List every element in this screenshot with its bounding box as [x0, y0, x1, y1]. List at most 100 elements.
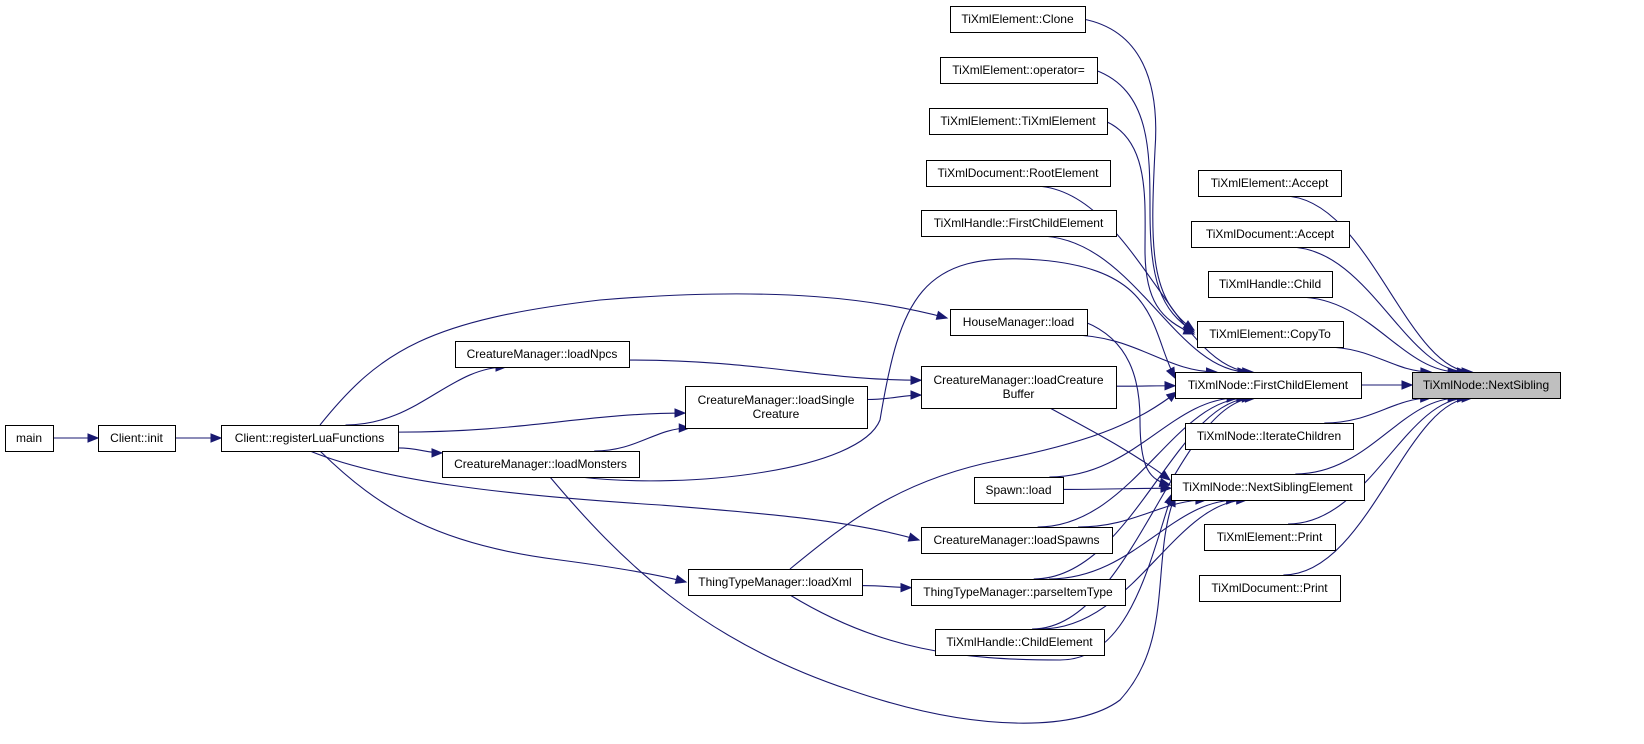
node-box: [1191, 221, 1350, 248]
node-box: [1197, 321, 1344, 348]
node-ttm-loadxml[interactable]: ThingTypeManager::loadXml: [688, 569, 863, 596]
node-box: [98, 425, 176, 452]
edge-line: [1082, 18, 1195, 331]
edge-line: [397, 412, 686, 433]
node-box: [221, 425, 399, 452]
node-box: [1204, 524, 1336, 551]
edge-main-to-client_init: [52, 433, 100, 443]
node-xe-ctor[interactable]: TiXmlElement::TiXmlElement: [929, 108, 1108, 135]
edge-arrowhead: [431, 448, 444, 458]
edge-client_init-to-register_lua: [174, 433, 223, 443]
node-xn-firstchild[interactable]: TiXmlNode::FirstChildElement: [1175, 372, 1362, 399]
node-label: TiXmlHandle::ChildElement: [946, 635, 1093, 649]
node-box: [1171, 474, 1365, 501]
edge-xd_accept-to-xn_nextsibling: [1288, 246, 1469, 377]
node-hm-load[interactable]: HouseManager::load: [950, 309, 1088, 336]
edge-arrowhead: [935, 310, 949, 320]
edge-register_lua-to-cm_loadmonsters: [397, 447, 444, 458]
node-box: [926, 160, 1111, 187]
edge-line: [594, 427, 690, 452]
edge-line: [549, 476, 1176, 724]
node-box: [1208, 271, 1333, 298]
node-box: [950, 6, 1086, 33]
node-xe-accept[interactable]: TiXmlElement::Accept: [1198, 170, 1342, 197]
node-label: TiXmlElement::TiXmlElement: [940, 114, 1096, 128]
node-box: [950, 309, 1088, 336]
node-box: [5, 425, 54, 452]
node-xe-operator[interactable]: TiXmlElement::operator=: [940, 57, 1098, 84]
node-box: [921, 527, 1113, 554]
node-box: [974, 477, 1064, 504]
node-xe-print[interactable]: TiXmlElement::Print: [1204, 524, 1336, 551]
node-label: CreatureManager::loadMonsters: [454, 457, 627, 471]
node-spawn-load[interactable]: Spawn::load: [974, 477, 1064, 504]
node-cm-loadmonsters[interactable]: CreatureManager::loadMonsters: [442, 451, 640, 478]
edge-line: [789, 391, 1178, 570]
edge-line: [1324, 397, 1431, 424]
node-xh-child[interactable]: TiXmlHandle::Child: [1208, 271, 1333, 298]
node-label: TiXmlElement::Accept: [1211, 176, 1329, 190]
edge-line: [579, 258, 1176, 482]
node-box: [442, 451, 640, 478]
node-xe-clone[interactable]: TiXmlElement::Clone: [950, 6, 1086, 33]
node-cm-loadspawns[interactable]: CreatureManager::loadSpawns: [921, 527, 1113, 554]
node-xd-accept[interactable]: TiXmlDocument::Accept: [1191, 221, 1350, 248]
edge-line: [628, 359, 922, 381]
edge-line: [319, 293, 948, 426]
edge-xn_firstchild-to-xn_nextsibling: [1361, 380, 1414, 390]
node-client-init[interactable]: Client::init: [98, 425, 176, 452]
node-xe-copyto[interactable]: TiXmlElement::CopyTo: [1197, 321, 1344, 348]
edge-arrowhead: [678, 423, 691, 433]
node-label: TiXmlNode::NextSiblingElement: [1182, 480, 1353, 494]
edge-line: [1094, 69, 1195, 333]
node-xn-nextsibling[interactable]: TiXmlNode::NextSibling: [1412, 372, 1561, 399]
edge-arrowhead: [674, 408, 687, 418]
edge-line: [1049, 397, 1238, 478]
edge-line: [1297, 296, 1459, 373]
edge-arrowhead: [910, 375, 923, 385]
edge-arrowhead: [210, 433, 223, 443]
node-label: TiXmlDocument::Accept: [1206, 227, 1335, 241]
edge-register_lua-to-ttm_loadxml: [319, 450, 688, 584]
edge-line: [789, 493, 1173, 661]
edge-line: [1033, 185, 1253, 373]
node-xh-firstchild[interactable]: TiXmlHandle::FirstChildElement: [921, 210, 1117, 237]
edge-line: [319, 450, 687, 583]
node-label: CreatureManager::loadNpcs: [467, 347, 618, 361]
node-box: [940, 57, 1098, 84]
edge-line: [1033, 397, 1253, 580]
edge-xe_copyto-to-xn_nextsibling: [1325, 346, 1433, 377]
node-box: [1198, 170, 1342, 197]
node-label: TiXmlNode::NextSibling: [1423, 378, 1549, 392]
node-ttm-parseitem[interactable]: ThingTypeManager::parseItemType: [911, 579, 1126, 606]
edge-line: [1288, 397, 1468, 525]
node-box: [1175, 372, 1362, 399]
edge-arrowhead: [674, 574, 688, 584]
node-box: [921, 210, 1117, 237]
node-xd-print[interactable]: TiXmlDocument::Print: [1199, 575, 1341, 602]
node-xn-nextsibel[interactable]: TiXmlNode::NextSiblingElement: [1171, 474, 1365, 501]
edge-register_lua-to-cm_loadspawns: [309, 450, 921, 542]
node-xn-iterate[interactable]: TiXmlNode::IterateChildren: [1185, 423, 1354, 450]
edge-line: [1283, 397, 1473, 576]
node-xd-root[interactable]: TiXmlDocument::RootElement: [926, 160, 1111, 187]
node-box: [929, 108, 1108, 135]
edge-line: [345, 366, 507, 426]
edge-xe_print-to-xn_nextsibling: [1288, 393, 1469, 525]
node-register-lua[interactable]: Client::registerLuaFunctions: [221, 425, 399, 452]
node-xh-childelement[interactable]: TiXmlHandle::ChildElement: [935, 629, 1105, 656]
node-label: TiXmlHandle::Child: [1219, 277, 1321, 291]
edge-register_lua-to-cm_loadsingle: [397, 408, 687, 433]
node-cm-loadnpcs[interactable]: CreatureManager::loadNpcs: [455, 341, 630, 368]
node-label: ThingTypeManager::loadXml: [698, 575, 851, 589]
edge-ttm_loadxml-to-xn_firstchild: [789, 391, 1179, 570]
node-main[interactable]: main: [5, 425, 54, 452]
edge-cm_loadmonsters-to-xn_firstchild: [579, 258, 1176, 482]
edge-arrowhead: [907, 532, 921, 542]
node-label: Spawn::load: [985, 483, 1051, 497]
edge-line: [1295, 397, 1459, 475]
